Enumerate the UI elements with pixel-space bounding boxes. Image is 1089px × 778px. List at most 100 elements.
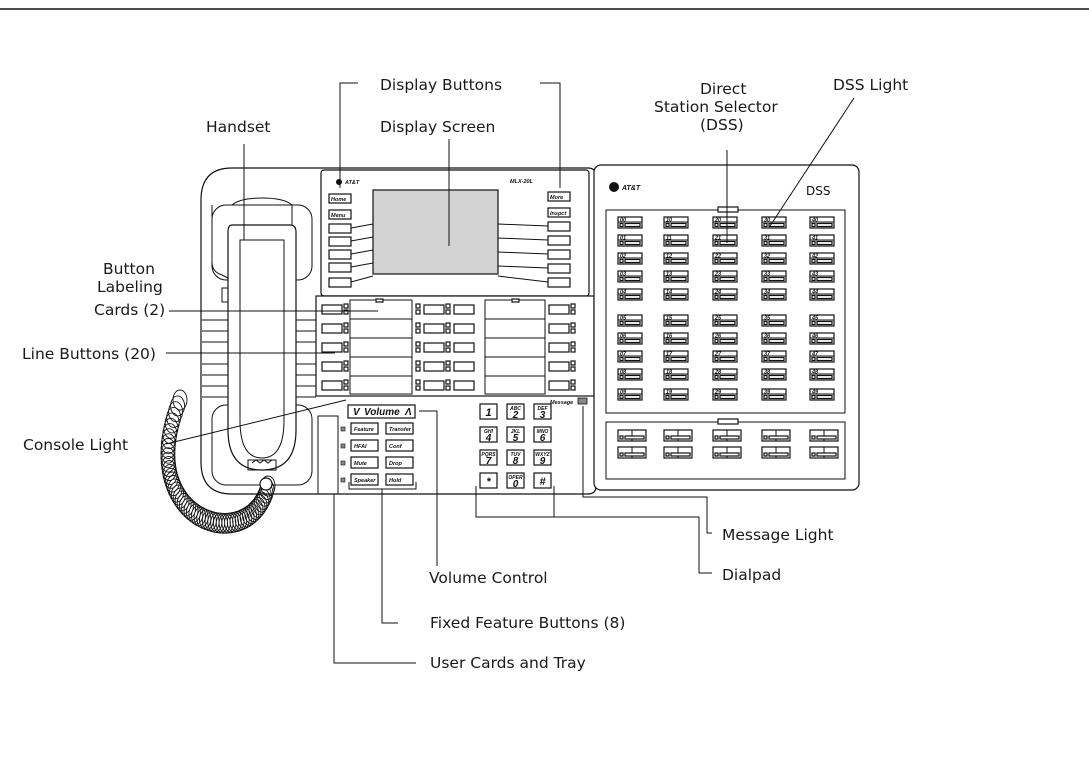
home-button[interactable] [328,193,352,204]
dss-button[interactable]: 44 [809,288,835,301]
line-button[interactable] [445,303,475,315]
line-button[interactable] [321,341,349,353]
line-button[interactable] [548,360,576,372]
dss-button[interactable]: 18 [663,368,689,381]
dss-extra-button[interactable] [809,429,839,442]
dss-button[interactable]: 40 [809,216,835,229]
feature-button[interactable]: Feature [350,422,379,435]
line-button[interactable] [415,379,445,391]
line-button[interactable] [415,303,445,315]
line-button[interactable] [548,322,576,334]
dss-button[interactable]: 02 [617,252,643,265]
display-button-l2[interactable] [328,236,352,247]
dss-button[interactable]: 22 [712,252,738,265]
display-button-r2[interactable] [547,235,571,246]
display-button-r1[interactable] [547,221,571,232]
line-button[interactable] [321,303,349,315]
line-button[interactable] [415,341,445,353]
dss-button[interactable]: 34 [761,288,787,301]
line-button[interactable] [548,341,576,353]
dss-extra-button[interactable] [663,429,693,442]
dss-button[interactable]: 49 [809,388,835,401]
display-button-r3[interactable] [547,249,571,260]
feature-button[interactable]: Conf [385,439,414,452]
dialpad-key[interactable]: 1 [479,403,498,420]
dss-extra-button[interactable] [617,429,647,442]
dss-button[interactable]: 37 [761,350,787,363]
dialpad-key[interactable]: # [533,472,552,489]
dss-button[interactable]: 29 [712,388,738,401]
display-button-l4[interactable] [328,262,352,273]
line-button[interactable] [548,303,576,315]
dss-button[interactable]: 48 [809,368,835,381]
display-button-l5[interactable] [328,277,352,288]
dss-button[interactable]: 01 [617,234,643,247]
dss-extra-button[interactable] [761,429,791,442]
dss-button[interactable]: 47 [809,350,835,363]
line-button[interactable] [415,360,445,372]
line-button[interactable] [321,360,349,372]
display-button-l3[interactable] [328,249,352,260]
feature-button[interactable]: Mute [350,456,379,469]
dss-extra-button[interactable] [712,429,742,442]
line-button[interactable] [548,379,576,391]
dss-button[interactable]: 27 [712,350,738,363]
dss-button[interactable]: 39 [761,388,787,401]
feature-button[interactable]: Speaker [350,473,379,486]
dss-button[interactable]: 28 [712,368,738,381]
line-button[interactable] [445,360,475,372]
dss-button[interactable]: 45 [809,314,835,327]
line-button[interactable] [445,379,475,391]
dss-button[interactable]: 24 [712,288,738,301]
dss-button[interactable]: 08 [617,368,643,381]
dss-button[interactable]: 03 [617,270,643,283]
dss-button[interactable]: 42 [809,252,835,265]
dss-button[interactable]: 04 [617,288,643,301]
display-button-r5[interactable] [547,277,571,288]
dss-button[interactable]: 30 [761,216,787,229]
feature-button[interactable]: Hold [385,473,414,486]
dss-button[interactable]: 05 [617,314,643,327]
feature-button[interactable]: Transfer [385,422,414,435]
dss-extra-button[interactable] [809,446,839,459]
feature-button[interactable]: Drop [385,456,414,469]
dss-extra-button[interactable] [663,446,693,459]
menu-button[interactable] [328,209,352,220]
dss-button[interactable]: 21 [712,234,738,247]
line-button[interactable] [445,341,475,353]
dss-button[interactable]: 10 [663,216,689,229]
dss-extra-button[interactable] [617,446,647,459]
dss-button[interactable]: 26 [712,332,738,345]
display-button-l1[interactable] [328,223,352,234]
dss-button[interactable]: 12 [663,252,689,265]
dss-button[interactable]: 19 [663,388,689,401]
dss-button[interactable]: 16 [663,332,689,345]
dss-button[interactable]: 13 [663,270,689,283]
dss-button[interactable]: 00 [617,216,643,229]
handset[interactable] [227,224,297,471]
dss-button[interactable]: 11 [663,234,689,247]
more-button[interactable] [547,191,571,202]
volume-control[interactable]: V Volume Λ [347,404,416,419]
dss-button[interactable]: 15 [663,314,689,327]
dss-button[interactable]: 06 [617,332,643,345]
line-button[interactable] [415,322,445,334]
dss-button[interactable]: 25 [712,314,738,327]
dss-button[interactable]: 20 [712,216,738,229]
line-button[interactable] [321,322,349,334]
inspct-button[interactable] [547,207,571,218]
dss-button[interactable]: 17 [663,350,689,363]
dss-button[interactable]: 36 [761,332,787,345]
display-button-r4[interactable] [547,263,571,274]
dss-button[interactable]: 07 [617,350,643,363]
dss-button[interactable]: 32 [761,252,787,265]
feature-button[interactable]: HFAI [350,439,379,452]
dss-button[interactable]: 46 [809,332,835,345]
line-button[interactable] [445,322,475,334]
